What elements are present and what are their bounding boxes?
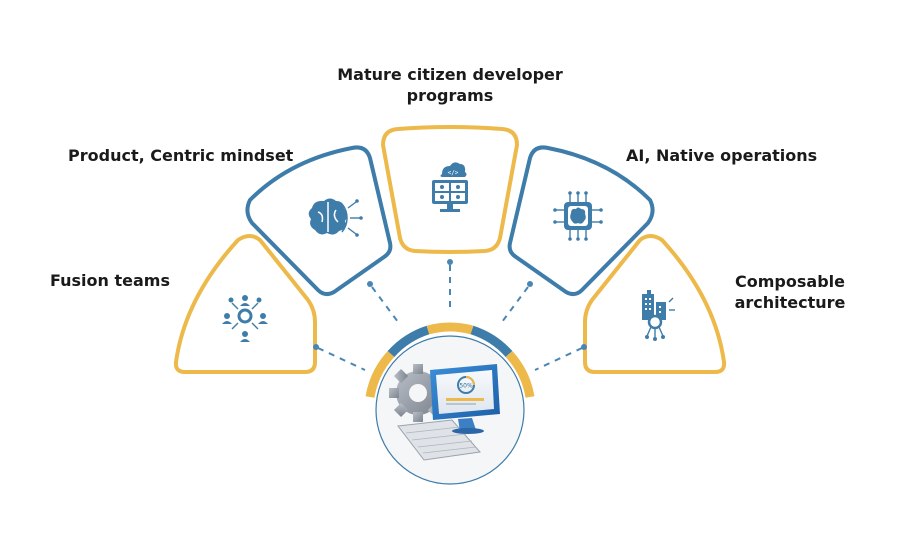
progress-text: 50% [459,383,473,390]
center-arc [365,322,535,398]
svg-text:</>: </> [448,170,459,177]
label-product-centric: Product, Centric mindset [68,146,294,165]
brain-network-icon [308,198,363,237]
building-network-icon [642,290,675,341]
label-ai-native: AI, Native operations [626,146,818,165]
label-citizen-dev-line1: Mature citizen developer [337,65,563,84]
developer-monitor-icon: </> [432,162,468,212]
card-composable [583,234,727,374]
label-composable-line2: architecture [734,293,846,312]
label-composable: Composable architecture [720,271,860,313]
label-citizen-dev: Mature citizen developer programs [330,64,570,106]
connectors [313,259,587,371]
label-composable-line1: Composable [735,272,845,291]
label-fusion-teams: Fusion teams [50,271,170,290]
label-citizen-dev-line2: programs [406,86,494,105]
ai-chip-brain-icon [553,191,603,241]
team-collaboration-icon [222,295,268,342]
